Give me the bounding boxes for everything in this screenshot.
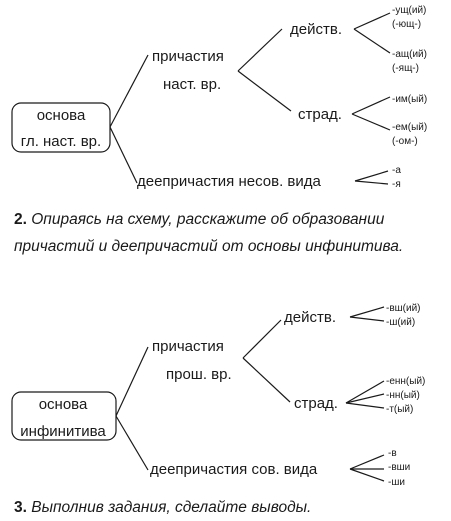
edge-active-to-suffix-top xyxy=(349,306,385,318)
edge-root-to-participles xyxy=(115,346,149,417)
gerunds-label: деепричастия несов. вида xyxy=(137,173,322,190)
active-label: действ. xyxy=(284,309,336,326)
passive-suffix: -енн(ый) xyxy=(386,376,425,387)
participles-label-line1: причастия xyxy=(152,48,224,65)
edge-participles-to-passive xyxy=(242,357,291,403)
edge-participles-to-active xyxy=(237,28,283,72)
gerund-suffix: -ши xyxy=(388,477,405,488)
edge-gerunds-to-suffix-bottom xyxy=(354,180,389,185)
root-label-line2: инфинитива xyxy=(20,423,106,440)
edge-active-to-suffix-top xyxy=(353,12,391,30)
active-suffix: -ащ(ий) xyxy=(392,49,427,60)
passive-label: страд. xyxy=(298,106,342,123)
passive-suffix: -нн(ый) xyxy=(386,390,420,401)
passive-suffix: -т(ый) xyxy=(386,404,413,415)
gerund-suffix: -а xyxy=(392,165,401,176)
root-label-line1: основа xyxy=(37,107,86,124)
edge-passive-to-suffix-bottom xyxy=(345,402,385,409)
root-label-line2: гл. наст. вр. xyxy=(21,133,101,150)
scheme-present-stem: основа гл. наст. вр. причастия наст. вр.… xyxy=(11,5,427,190)
edge-gerunds-to-suffix-top xyxy=(349,454,385,470)
scheme-infinitive-stem: основа инфинитива причастия прош. вр. де… xyxy=(11,303,425,488)
active-label: действ. xyxy=(290,21,342,38)
participles-label-line2: прош. вр. xyxy=(166,366,232,383)
edge-gerunds-to-suffix-bottom xyxy=(349,468,385,482)
edge-participles-to-passive xyxy=(237,70,292,112)
participles-label-line1: причастия xyxy=(152,338,224,355)
root-label-line1: основа xyxy=(39,396,88,413)
gerund-suffix: -в xyxy=(388,448,397,459)
edge-active-to-suffix-bottom xyxy=(353,28,391,54)
task-2: 2. Опираясь на схему, расскажите об обра… xyxy=(14,206,444,260)
task-number: 3. xyxy=(14,499,27,516)
passive-suffix: (-ом-) xyxy=(392,136,418,147)
passive-suffix: -им(ый) xyxy=(392,94,427,105)
edge-participles-to-active xyxy=(242,319,282,359)
edge-root-to-participles xyxy=(109,54,149,128)
task-number: 2. xyxy=(14,211,27,228)
task-text: Выполнив задания, сделайте выводы. xyxy=(31,499,312,516)
gerund-suffix: -вши xyxy=(388,462,410,473)
edge-passive-to-suffix-top xyxy=(351,96,391,115)
edge-passive-to-suffix-bottom xyxy=(351,113,391,131)
passive-label: страд. xyxy=(294,395,338,412)
edge-passive-to-suffix-top xyxy=(345,380,385,404)
edge-gerunds-to-suffix-top xyxy=(354,170,389,182)
participles-label-line2: наст. вр. xyxy=(163,76,221,93)
active-suffix: (-ящ-) xyxy=(392,63,419,74)
edge-root-to-gerunds xyxy=(115,415,149,471)
gerunds-label: деепричастия сов. вида xyxy=(150,461,318,478)
task-text: Опираясь на схему, расскажите об образов… xyxy=(14,211,404,255)
active-suffix: -ш(ий) xyxy=(386,317,415,328)
edge-root-to-gerunds xyxy=(109,126,138,184)
gerund-suffix: -я xyxy=(392,179,401,190)
edge-active-to-suffix-bottom xyxy=(349,316,385,322)
edge-passive-to-suffix-mid xyxy=(345,393,385,404)
passive-suffix: -ем(ый) xyxy=(392,122,427,133)
task-3: 3. Выполнив задания, сделайте выводы. xyxy=(14,494,444,521)
active-suffix: (-ющ-) xyxy=(392,19,421,30)
active-suffix: -вш(ий) xyxy=(386,303,421,314)
active-suffix: -ущ(ий) xyxy=(392,5,426,16)
